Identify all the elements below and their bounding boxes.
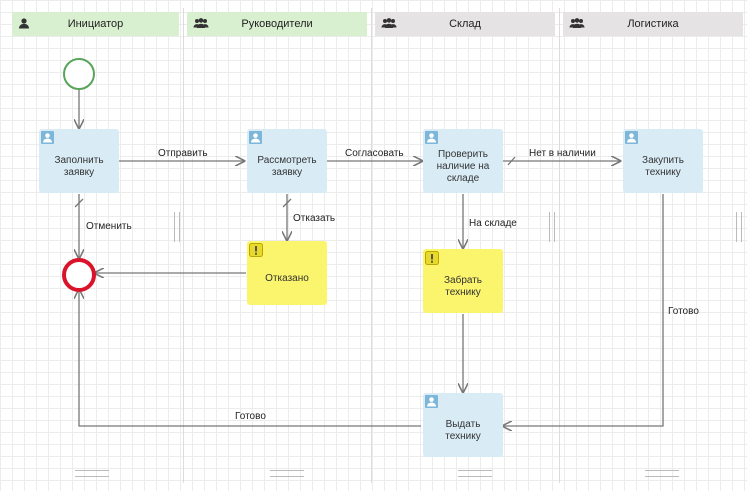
task-label: Забрать технику [443, 275, 483, 298]
users-icon [381, 17, 397, 32]
task-label: Проверить наличие на складе [436, 149, 490, 184]
task-buy-equipment[interactable]: Закупить технику [623, 129, 703, 193]
lane-title: Инициатор [67, 18, 124, 30]
edge-label-approve[interactable]: Согласовать [345, 148, 404, 159]
users-icon [193, 17, 209, 32]
user-task-icon [41, 131, 54, 148]
start-event[interactable] [63, 58, 95, 90]
user-task-icon [625, 131, 638, 148]
task-label: Выдать технику [445, 419, 481, 442]
edge-label-send[interactable]: Отправить [158, 148, 208, 159]
users-icon [569, 17, 585, 32]
alert-icon [425, 251, 439, 269]
user-task-icon [249, 131, 262, 148]
user-task-icon [425, 395, 438, 412]
lane-resize-handle[interactable] [549, 212, 555, 242]
lane-footer-handle[interactable] [458, 470, 492, 477]
task-denied[interactable]: Отказано [247, 241, 327, 305]
lane-title: Логистика [627, 18, 679, 30]
task-pick-equipment[interactable]: Забрать технику [423, 249, 503, 313]
alert-icon [249, 243, 263, 261]
user-icon [18, 17, 30, 32]
task-label: Закупить технику [642, 155, 684, 178]
task-check-stock[interactable]: Проверить наличие на складе [423, 129, 503, 193]
end-event[interactable] [62, 258, 96, 292]
lane-resize-handle[interactable] [174, 212, 180, 242]
edge-done-logistics [503, 194, 664, 426]
task-label: Рассмотреть заявку [257, 155, 317, 178]
lane-separator [183, 8, 184, 483]
task-label: Заполнить заявку [54, 155, 104, 178]
lane-header-logistics[interactable]: Логистика [563, 12, 743, 36]
user-task-icon [425, 131, 438, 148]
lane-resize-handle[interactable] [736, 212, 742, 242]
lane-title: Руководители [241, 18, 313, 30]
lane-separator [371, 8, 372, 483]
lane-footer-handle[interactable] [645, 470, 679, 477]
edge-label-reject[interactable]: Отказать [293, 213, 336, 224]
edge-label-done-issue[interactable]: Готово [235, 411, 266, 422]
lane-title: Склад [449, 18, 481, 30]
lane-header-managers[interactable]: Руководители [187, 12, 367, 36]
lane-separator [559, 8, 560, 483]
edge-label-cancel[interactable]: Отменить [86, 221, 132, 232]
edge-label-not-available[interactable]: Нет в наличии [529, 148, 596, 159]
edge-done-issue [79, 290, 421, 427]
task-review-request[interactable]: Рассмотреть заявку [247, 129, 327, 193]
lane-footer-handle[interactable] [270, 470, 304, 477]
lane-header-initiator[interactable]: Инициатор [12, 12, 179, 36]
lane-header-warehouse[interactable]: Склад [375, 12, 555, 36]
task-fill-request[interactable]: Заполнить заявку [39, 129, 119, 193]
edge-label-in-stock[interactable]: На складе [469, 218, 517, 229]
task-label: Отказано [265, 273, 309, 284]
task-issue-equipment[interactable]: Выдать технику [423, 393, 503, 457]
edge-label-done-logistics[interactable]: Готово [668, 306, 699, 317]
lane-footer-handle[interactable] [75, 470, 109, 477]
